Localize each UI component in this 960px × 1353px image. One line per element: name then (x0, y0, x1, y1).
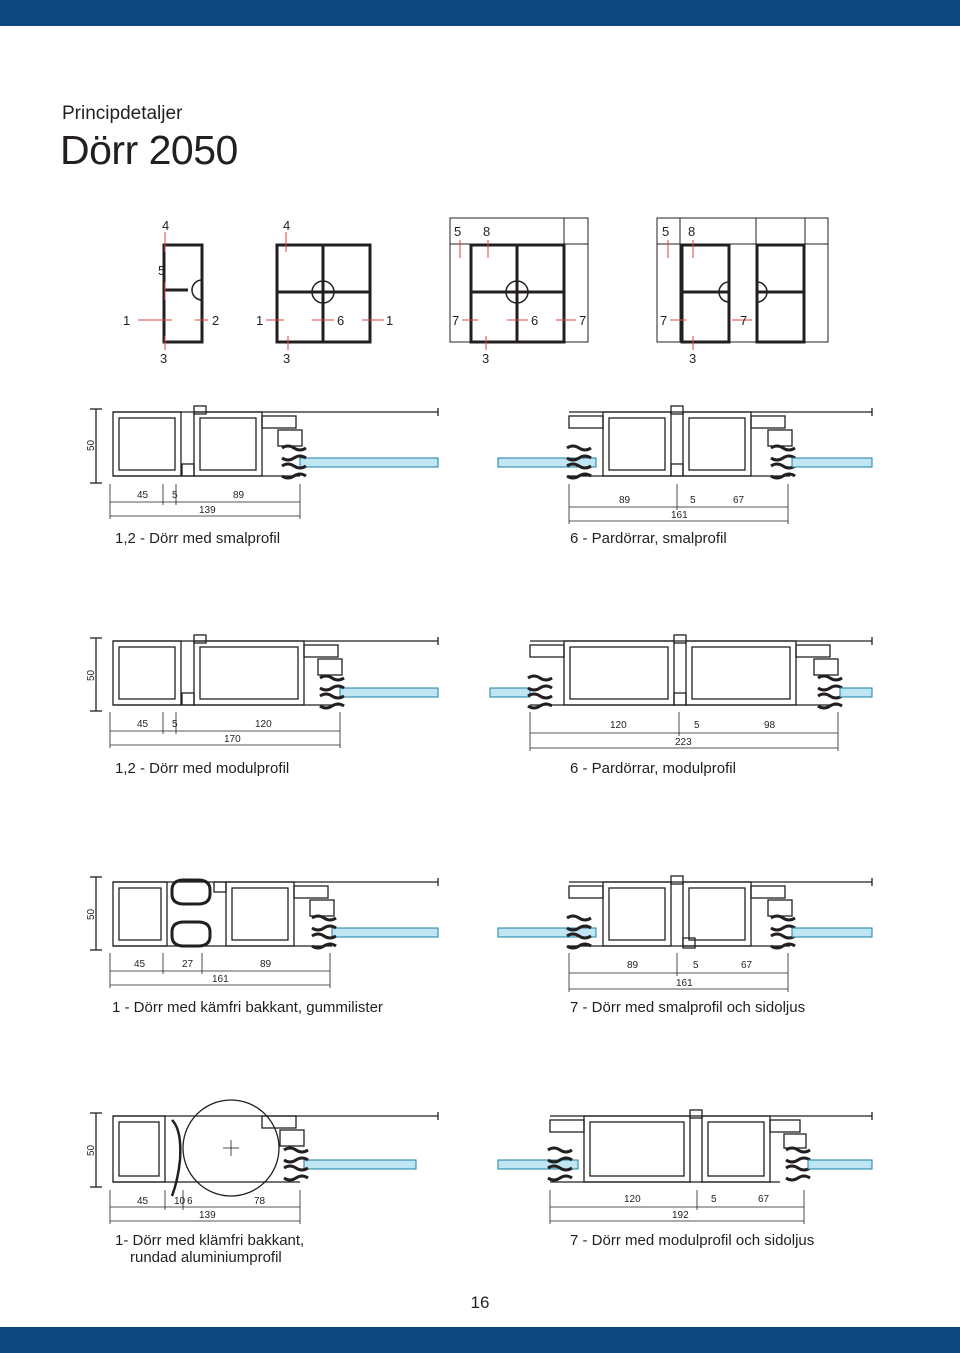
section-7-drawing (90, 1099, 439, 1224)
elev4-side-left: 7 (660, 313, 667, 328)
s1-dim-total: 139 (199, 505, 216, 516)
s8-dim-total: 192 (672, 1210, 689, 1221)
s5-dim-c: 89 (260, 959, 272, 970)
page-title: Dörr 2050 (60, 127, 238, 173)
s7-dim-a: 45 (137, 1196, 149, 1207)
s7-dim-c: 6 (187, 1196, 193, 1207)
section-1-drawing (90, 405, 439, 519)
s6-dim-total: 161 (676, 978, 693, 989)
elevation-2 (266, 232, 384, 350)
caption-section-2: 6 - Pardörrar, smalprofil (570, 530, 727, 547)
s6-dim-c: 67 (741, 960, 753, 971)
elev3-bottom-label: 3 (482, 351, 489, 366)
elevation-3 (449, 217, 589, 350)
s2-dim-b: 5 (690, 495, 696, 506)
s6-dim-a: 89 (627, 960, 639, 971)
elev4-top-b: 8 (688, 224, 695, 239)
elev3-top-b: 8 (483, 224, 490, 239)
elev4-top-a: 5 (662, 224, 669, 239)
caption-section-7-line1: 1- Dörr med klämfri bakkant, (115, 1232, 305, 1249)
s7-dim-b: 10 (174, 1196, 186, 1207)
s7-dim-d: 78 (254, 1196, 266, 1207)
s5-dim-a: 45 (134, 959, 146, 970)
elev1-top-label: 4 (162, 218, 169, 233)
elev2-side-right: 1 (386, 313, 393, 328)
caption-section-4: 6 - Pardörrar, modulprofil (570, 760, 736, 777)
elevation-4 (656, 217, 829, 350)
pretitle: Principdetaljer (62, 103, 183, 124)
elev1-side-left: 1 (123, 313, 130, 328)
elev3-side-mid: 6 (531, 313, 538, 328)
s8-dim-a: 120 (624, 1194, 641, 1205)
s3-dim-b: 5 (172, 719, 178, 730)
s2-dim-a: 89 (619, 495, 631, 506)
elev3-side-right: 7 (579, 313, 586, 328)
s3-dim-a: 45 (137, 719, 149, 730)
s4-dim-total: 223 (675, 737, 692, 748)
s6-dim-b: 5 (693, 960, 699, 971)
elev4-bottom-label: 3 (689, 351, 696, 366)
caption-section-8: 7 - Dörr med modulprofil och sidoljus (570, 1232, 815, 1249)
s4-dim-c: 98 (764, 720, 776, 731)
section-5-drawing (90, 876, 439, 988)
s7-dim-total: 139 (199, 1210, 216, 1221)
elev1-bottom-label: 3 (160, 351, 167, 366)
section-6-drawing (497, 875, 873, 992)
s3-dim-c: 120 (255, 719, 272, 730)
s1-dim-a: 45 (137, 490, 149, 501)
elev1-side-right: 2 (212, 313, 219, 328)
s3-height-label: 50 (86, 669, 97, 681)
section-8-drawing (497, 1109, 873, 1224)
section-4-drawing (489, 634, 873, 751)
top-band (0, 0, 960, 26)
s1-dim-c: 89 (233, 490, 245, 501)
s2-dim-total: 161 (671, 510, 688, 521)
elev4-side-right: 7 (740, 313, 747, 328)
page-number: 16 (470, 1293, 490, 1312)
s1-height-label: 50 (86, 439, 97, 451)
caption-section-5: 1 - Dörr med kämfri bakkant, gummilister (112, 999, 383, 1016)
s7-height-label: 50 (86, 1144, 97, 1156)
s8-dim-b: 5 (711, 1194, 717, 1205)
elevation-1 (138, 232, 208, 350)
s1-dim-b: 5 (172, 490, 178, 501)
elev2-side-mid: 6 (337, 313, 344, 328)
bottom-band (0, 1327, 960, 1353)
s8-dim-c: 67 (758, 1194, 770, 1205)
section-3-drawing (90, 634, 439, 748)
s2-dim-c: 67 (733, 495, 745, 506)
s5-dim-b: 27 (182, 959, 194, 970)
elev2-bottom-label: 3 (283, 351, 290, 366)
s4-dim-b: 5 (694, 720, 700, 731)
elev2-side-left: 1 (256, 313, 263, 328)
s3-dim-total: 170 (224, 734, 241, 745)
elev2-top-label: 4 (283, 218, 290, 233)
section-2-drawing (497, 405, 873, 524)
s5-dim-total: 161 (212, 974, 229, 985)
caption-section-6: 7 - Dörr med smalprofil och sidoljus (570, 999, 806, 1016)
caption-section-3: 1,2 - Dörr med modulprofil (115, 760, 290, 777)
caption-section-1: 1,2 - Dörr med smalprofil (115, 530, 281, 547)
s5-height-label: 50 (86, 908, 97, 920)
elev3-side-left: 7 (452, 313, 459, 328)
elev3-top-a: 5 (454, 224, 461, 239)
caption-section-7-line2: rundad aluminiumprofil (130, 1249, 282, 1266)
elev1-mid-label: 5 (158, 263, 165, 278)
s4-dim-a: 120 (610, 720, 627, 731)
